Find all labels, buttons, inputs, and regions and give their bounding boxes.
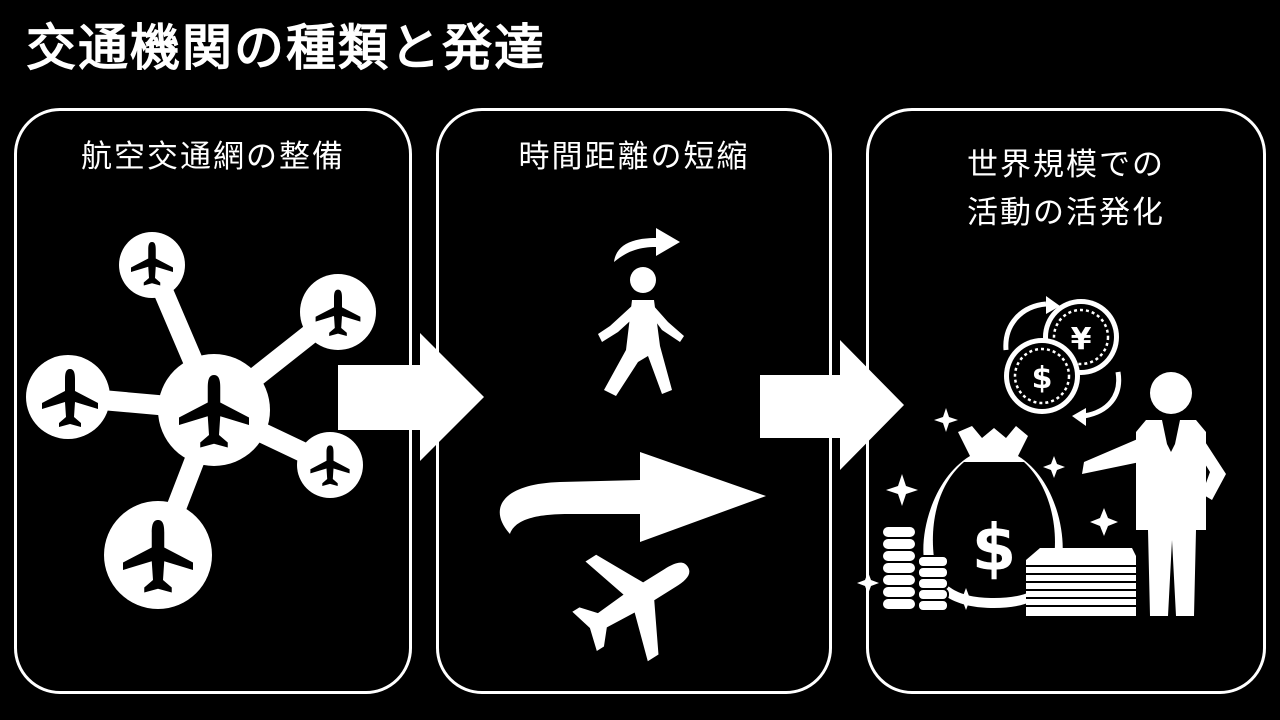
dollar-coin-icon: $	[1002, 336, 1082, 416]
dollar-symbol: $	[1032, 361, 1053, 396]
global-economy-icon: ¥ $ $	[857, 296, 1226, 616]
flow-arrow-icon	[338, 333, 484, 461]
airplane-node	[26, 355, 110, 439]
panel-heading: 世界規模での 活動の活発化	[869, 141, 1263, 237]
airplane-network-icon	[26, 232, 376, 609]
page-title: 交通機関の種類と発達	[26, 19, 546, 77]
panel-heading-line: 航空交通網の整備	[81, 139, 345, 175]
airplane-node	[297, 432, 363, 498]
panel-heading-line: 世界規模での	[967, 147, 1165, 183]
walking-person-icon	[598, 267, 684, 396]
airplane-node	[104, 501, 212, 609]
panel-heading: 航空交通網の整備	[17, 133, 409, 181]
airplane-node	[300, 274, 376, 350]
walking-vs-airplane-icon	[499, 228, 766, 662]
exchange-arrows-icon	[1003, 301, 1122, 419]
yen-coin-icon: ¥	[1041, 297, 1121, 377]
panel-heading-line: 時間距離の短縮	[518, 139, 750, 175]
flow-arrow-icon	[760, 340, 904, 470]
banknote-stack-icon	[1026, 548, 1136, 616]
yen-symbol: ¥	[1071, 322, 1092, 357]
airplane-node	[158, 354, 270, 466]
large-arrow-icon	[499, 452, 766, 542]
small-arrow-icon	[614, 228, 680, 262]
airplane-icon	[572, 554, 690, 662]
panel-heading-line: 活動の活発化	[967, 195, 1165, 231]
bag-dollar-symbol: $	[972, 512, 1017, 586]
businessman-icon	[1082, 372, 1226, 616]
sparkle-icon	[857, 408, 1118, 610]
coin-stack-icon	[881, 525, 949, 612]
airplane-node	[119, 232, 185, 298]
panel-heading: 時間距離の短縮	[439, 133, 829, 181]
